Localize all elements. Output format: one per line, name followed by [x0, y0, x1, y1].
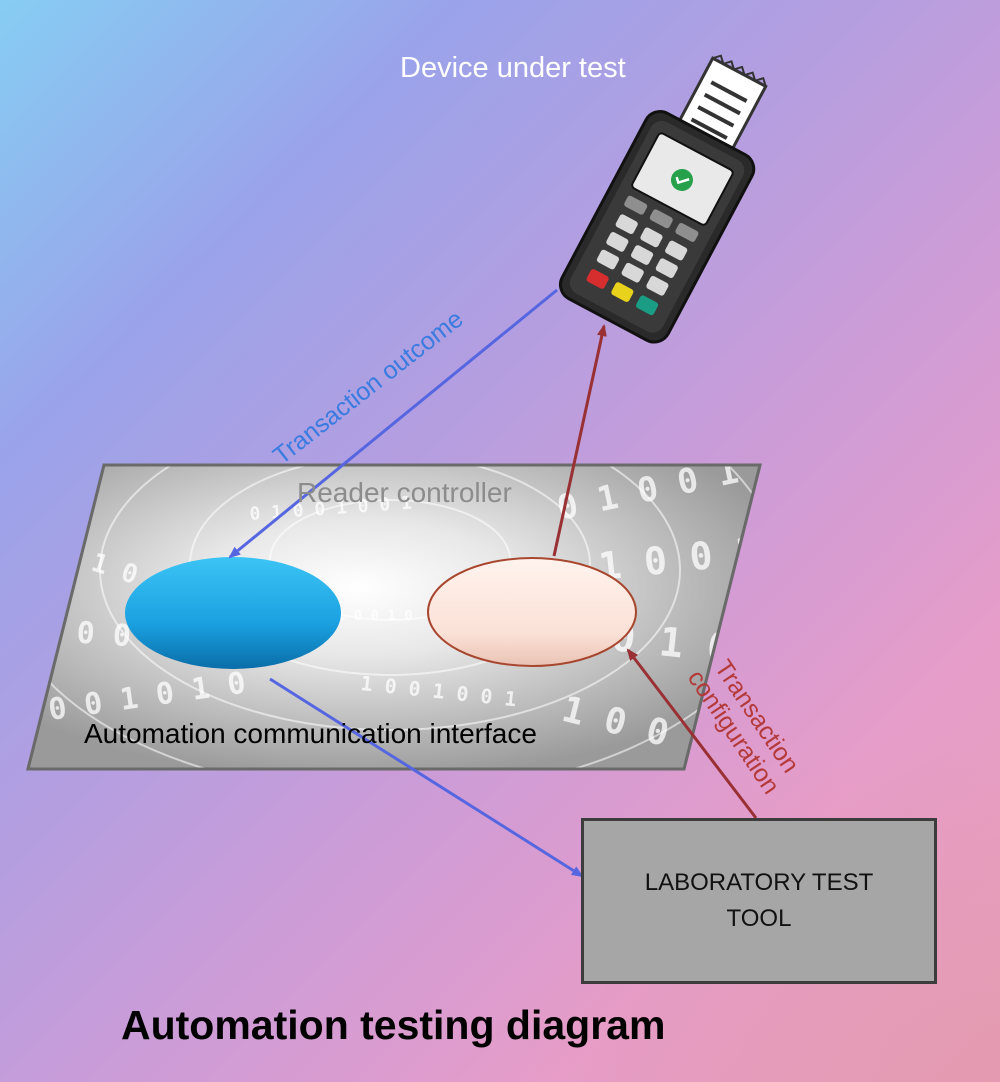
tool-to-reader-arrow	[626, 648, 758, 819]
transaction-outcome-arrow	[228, 288, 558, 559]
device-under-test-label: Device under test	[400, 52, 626, 84]
reader-controller-label: Reader controller	[297, 477, 512, 508]
automation-interface-ellipse	[125, 557, 341, 669]
laboratory-test-tool-box: LABORATORY TEST TOOL	[581, 818, 937, 984]
automation-interface-label: Automation communication interface	[84, 718, 537, 749]
reader-endpoint-ellipse	[427, 557, 637, 667]
check-icon	[670, 168, 693, 191]
interface-to-tool-arrow	[269, 677, 584, 878]
laboratory-test-tool-label: LABORATORY TEST TOOL	[644, 869, 874, 932]
payment-terminal-icon	[558, 54, 768, 344]
diagram-title: Automation testing diagram	[121, 1002, 666, 1048]
reader-to-device-arrow	[552, 324, 607, 557]
svg-text:0 1 0 0 1 0: 0 1 0 0 1 0	[320, 608, 413, 624]
